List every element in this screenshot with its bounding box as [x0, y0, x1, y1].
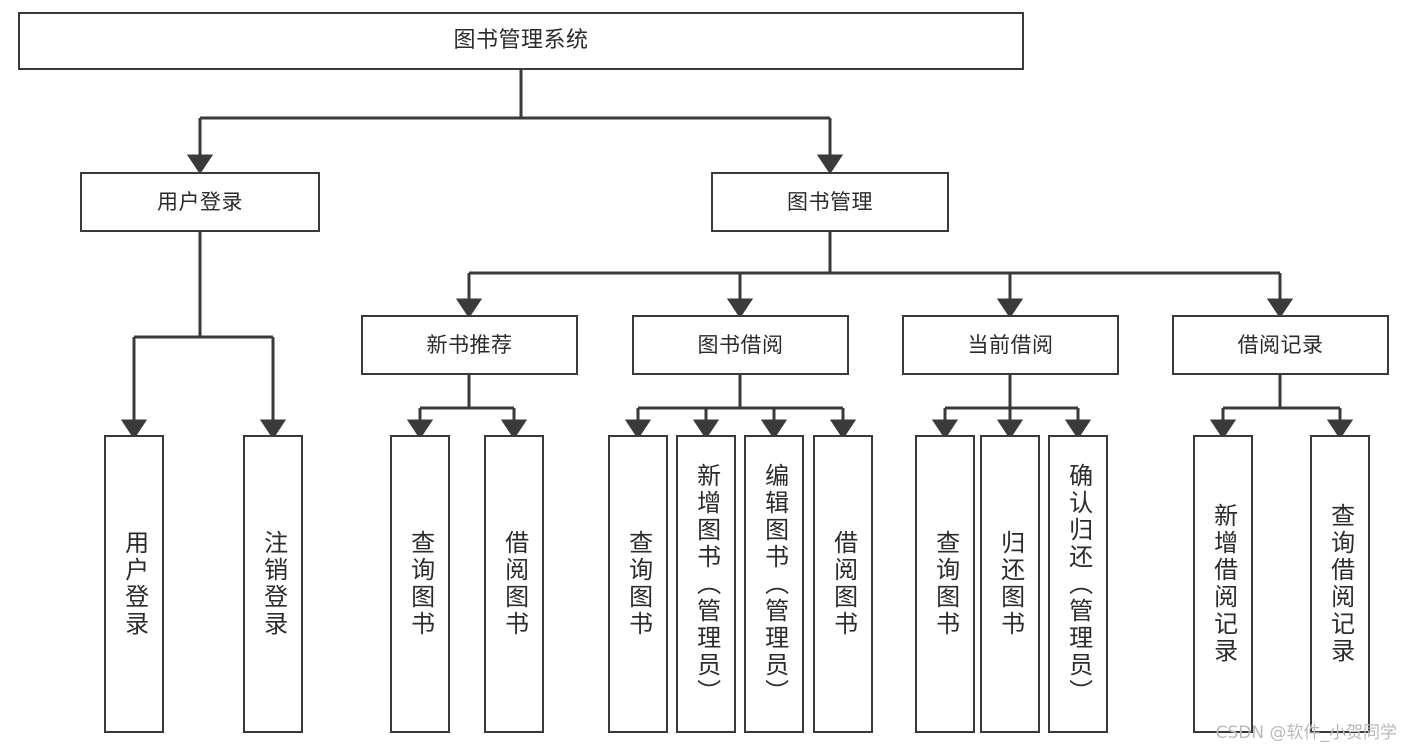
leaf-borrow-book-1[interactable]: 借阅图书 [484, 435, 544, 733]
leaf-query-book-2-label: 查询图书 [624, 530, 653, 638]
node-current-borrow-label: 当前借阅 [967, 332, 1054, 357]
leaf-add-book[interactable]: 新增图书（管理员） [676, 435, 736, 733]
leaf-borrow-book-1-label: 借阅图书 [500, 530, 529, 638]
node-current-borrow[interactable]: 当前借阅 [902, 315, 1119, 375]
leaf-confirm-return[interactable]: 确认归还（管理员） [1048, 435, 1108, 733]
leaf-return-book[interactable]: 归还图书 [980, 435, 1040, 733]
node-new-book-recommend[interactable]: 新书推荐 [361, 315, 578, 375]
node-new-book-recommend-label: 新书推荐 [426, 332, 513, 357]
leaf-edit-book-label: 编辑图书（管理员） [760, 462, 789, 706]
node-user-login[interactable]: 用户登录 [80, 172, 320, 232]
leaf-borrow-book-2-label: 借阅图书 [829, 530, 858, 638]
leaf-add-record-label: 新增借阅记录 [1209, 503, 1238, 665]
leaf-add-record[interactable]: 新增借阅记录 [1193, 435, 1253, 733]
node-borrow-record-label: 借阅记录 [1237, 332, 1324, 357]
leaf-borrow-book-2[interactable]: 借阅图书 [813, 435, 873, 733]
leaf-logout-label: 注销登录 [259, 530, 288, 638]
leaf-query-book-1-label: 查询图书 [406, 530, 435, 638]
node-book-borrow-label: 图书借阅 [697, 332, 784, 357]
leaf-add-book-label: 新增图书（管理员） [692, 462, 721, 706]
node-book-borrow[interactable]: 图书借阅 [632, 315, 849, 375]
leaf-query-record-label: 查询借阅记录 [1326, 503, 1355, 665]
node-root[interactable]: 图书管理系统 [18, 12, 1024, 70]
node-book-manage[interactable]: 图书管理 [711, 172, 949, 232]
leaf-query-book-1[interactable]: 查询图书 [390, 435, 450, 733]
leaf-confirm-return-label: 确认归还（管理员） [1064, 462, 1093, 706]
leaf-query-record[interactable]: 查询借阅记录 [1310, 435, 1370, 733]
leaf-query-book-2[interactable]: 查询图书 [608, 435, 668, 733]
leaf-query-book-3[interactable]: 查询图书 [915, 435, 975, 733]
leaf-return-book-label: 归还图书 [996, 530, 1025, 638]
node-root-label: 图书管理系统 [453, 28, 589, 54]
leaf-user-login-label: 用户登录 [120, 530, 149, 638]
leaf-query-book-3-label: 查询图书 [931, 530, 960, 638]
node-borrow-record[interactable]: 借阅记录 [1172, 315, 1389, 375]
leaf-edit-book[interactable]: 编辑图书（管理员） [744, 435, 804, 733]
node-book-manage-label: 图书管理 [787, 189, 873, 214]
node-user-login-label: 用户登录 [157, 189, 243, 214]
leaf-user-login[interactable]: 用户登录 [104, 435, 164, 733]
csdn-watermark: CSDN @软件_小贺同学 [1215, 723, 1397, 743]
leaf-logout[interactable]: 注销登录 [243, 435, 303, 733]
